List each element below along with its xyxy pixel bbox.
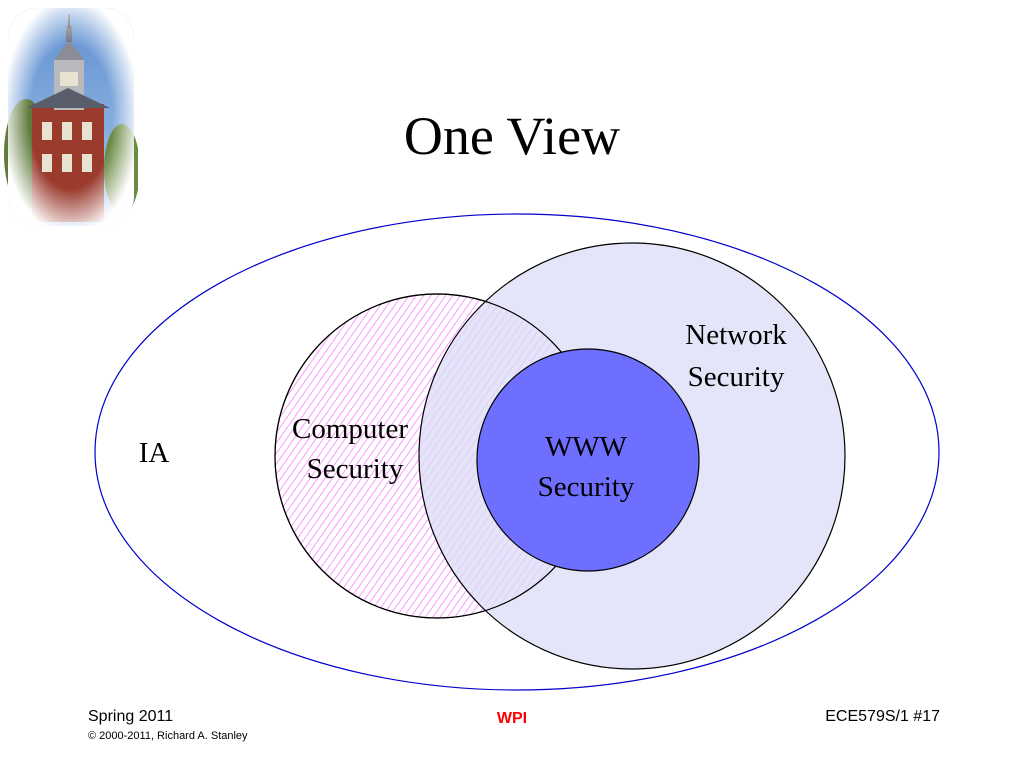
www-security-label-line2: Security xyxy=(538,471,635,503)
computer-security-label-line2: Security xyxy=(307,453,404,485)
computer-security-label-line1: Computer xyxy=(292,413,408,445)
footer-term: Spring 2011 xyxy=(88,708,174,725)
www-security-label-line1: WWW xyxy=(545,431,628,463)
www-security-circle xyxy=(476,348,700,572)
slide-title: One View xyxy=(403,106,621,166)
footer-course-slide-number: ECE579S/1 #17 xyxy=(825,708,940,725)
footer-institution: WPI xyxy=(496,710,528,727)
network-security-label-line2: Security xyxy=(688,361,785,393)
ia-label: IA xyxy=(139,437,170,469)
wpi-tower-logo xyxy=(4,8,138,226)
network-security-label-line1: Network xyxy=(685,319,787,351)
footer-copyright: © 2000-2011, Richard A. Stanley xyxy=(88,730,248,742)
